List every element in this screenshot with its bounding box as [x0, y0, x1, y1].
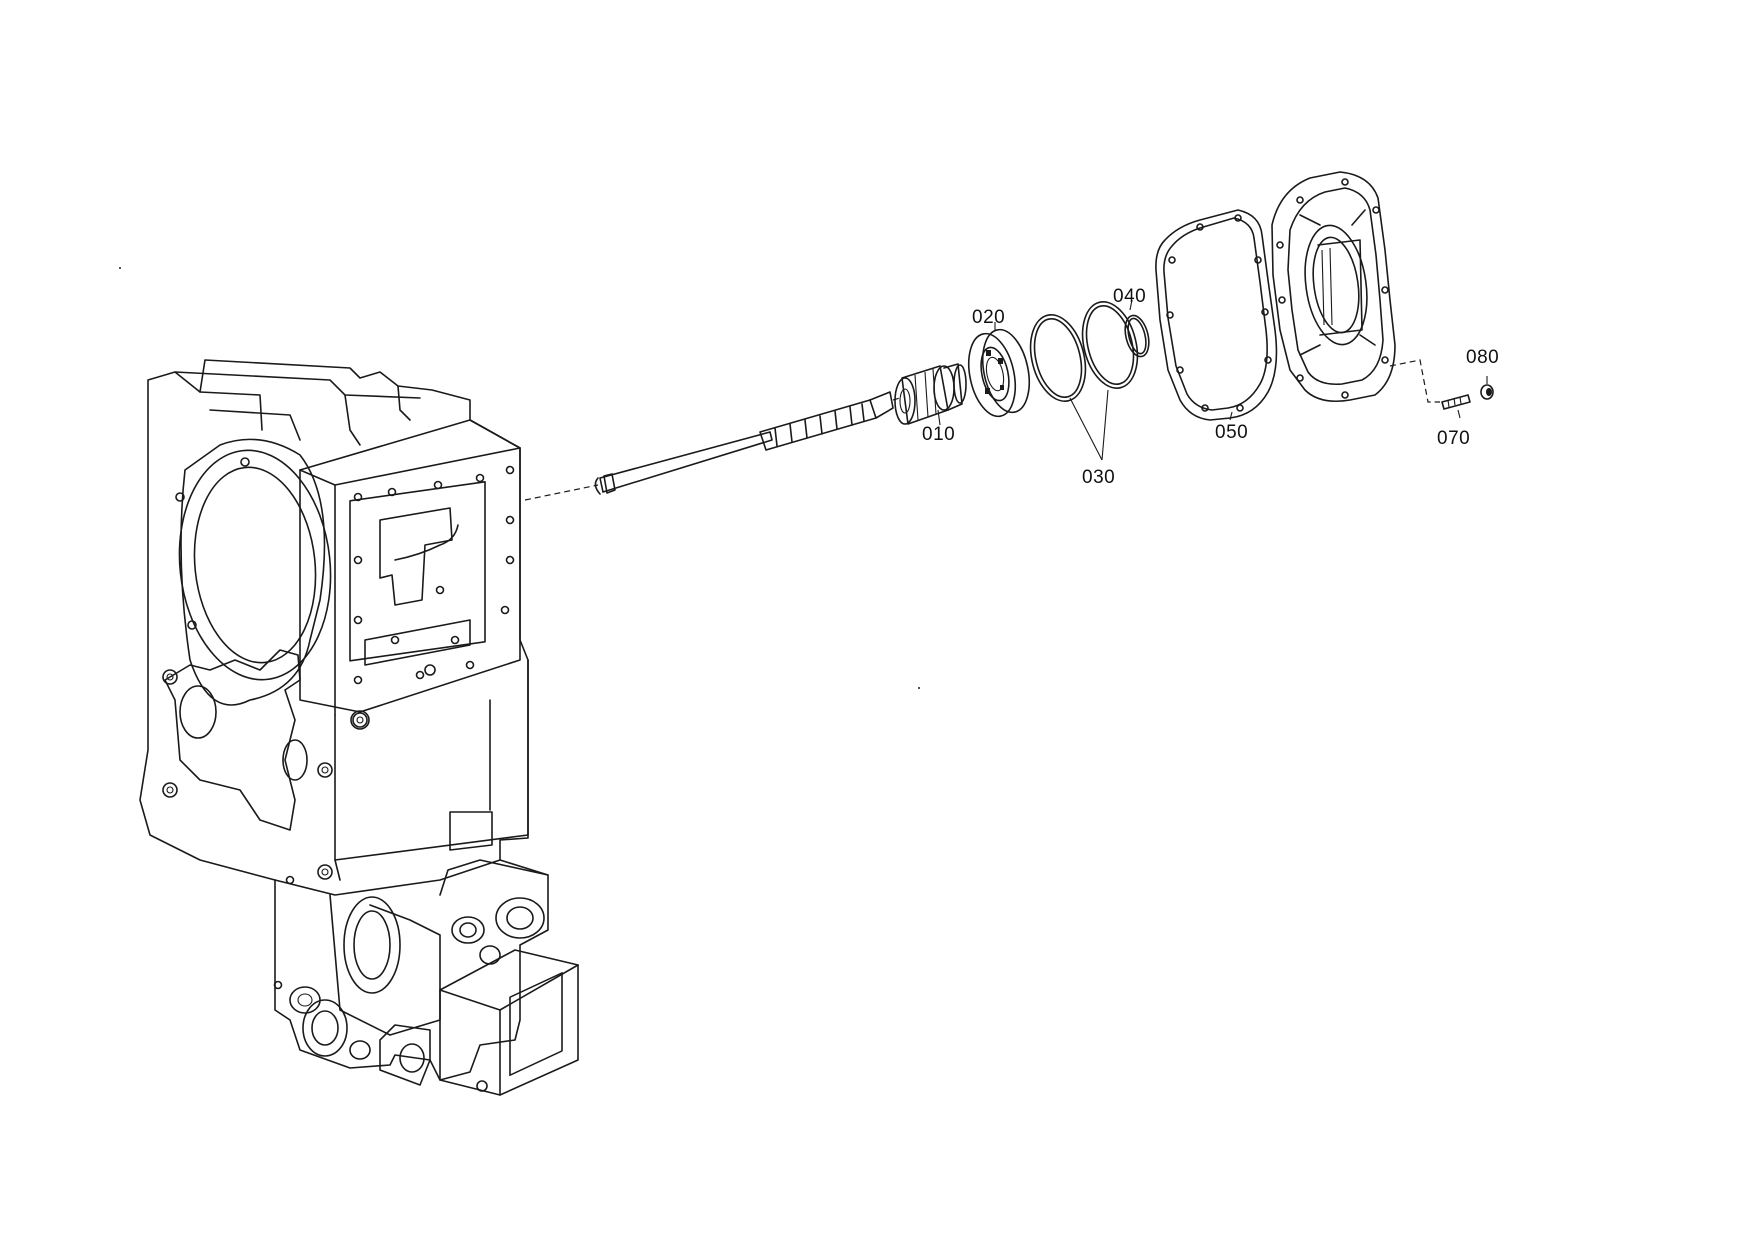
- leader-040: [1129, 299, 1133, 311]
- part-020-bearing: [967, 328, 1031, 418]
- drive-shaft: [524, 391, 901, 501]
- leader-010: [937, 409, 941, 426]
- leader-070: [1457, 409, 1461, 419]
- part-label-020: 020: [972, 307, 1006, 328]
- part-030-rings: [1029, 301, 1139, 461]
- part-cover-housing: [1271, 171, 1440, 403]
- part-080-nut: [1480, 384, 1494, 400]
- part-040-ring: [1124, 314, 1150, 358]
- part-label-050: 050: [1215, 422, 1249, 443]
- part-050-gasket: [1155, 209, 1278, 421]
- part-label-030: 030: [1082, 467, 1116, 488]
- part-label-010: 010: [922, 424, 956, 445]
- part-label-040: 040: [1113, 286, 1147, 307]
- transmission-housing: [139, 359, 579, 1096]
- part-label-070: 070: [1437, 428, 1471, 449]
- part-010-sleeve: [894, 363, 967, 425]
- part-070-stud: [1441, 394, 1471, 410]
- part-label-080: 080: [1466, 347, 1500, 368]
- leader-050: [1229, 411, 1233, 421]
